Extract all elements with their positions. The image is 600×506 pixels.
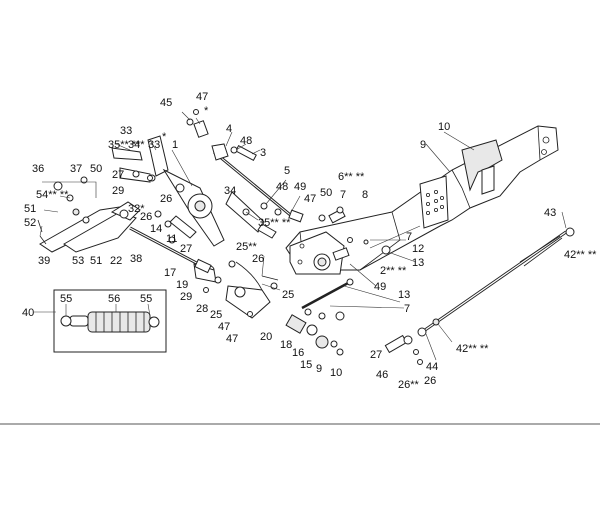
- callout-6: 6** **: [338, 171, 365, 183]
- callout-50: 51: [24, 203, 36, 215]
- callout-51: 53: [72, 255, 84, 267]
- callout-48: 49: [294, 181, 306, 193]
- callout-3: 3: [260, 147, 266, 159]
- callout-52: 54** **: [36, 189, 69, 201]
- callout-44: 47: [226, 333, 238, 345]
- callout-27: 27: [180, 243, 192, 255]
- callout-40: 42** **: [456, 343, 489, 355]
- callout-17: 14: [150, 223, 162, 235]
- callout-27: 27: [112, 169, 124, 181]
- callout-4: 4: [226, 123, 232, 135]
- callout-labels: 45 47 * 4 48 3 33 35** ** 34* 33 * 1 36 …: [22, 91, 597, 391]
- callout-47: 48: [276, 181, 288, 193]
- callout-2: 2** **: [380, 265, 407, 277]
- callout-1: 1: [172, 139, 178, 151]
- callout-55: 55: [60, 293, 72, 305]
- callout-26: 26: [160, 193, 172, 205]
- callout-26: 26**: [398, 379, 420, 391]
- callout-54: 45: [160, 97, 172, 109]
- callout-47: 48: [240, 135, 252, 147]
- callout-33: 34*: [128, 139, 145, 151]
- callout-34: 35** **: [108, 139, 141, 151]
- callout-47: 47: [196, 91, 208, 103]
- callout-48: 50: [320, 187, 332, 199]
- callout-34: 35** **: [258, 217, 291, 229]
- shock-absorber-box: [53, 289, 167, 353]
- callout-38: 39: [38, 255, 50, 267]
- callout-53: *: [204, 105, 209, 117]
- callout-20: 18: [280, 339, 292, 351]
- callout-8: 8: [362, 189, 368, 201]
- callout-11: 9: [316, 363, 322, 375]
- callout-12: 10: [330, 367, 342, 379]
- shock-absorber: [60, 311, 160, 333]
- callout-24: 25: [210, 309, 222, 321]
- callout-19: 16: [292, 347, 304, 359]
- callout-46: 47: [304, 193, 316, 205]
- callout-32: 33: [120, 125, 132, 137]
- callout-41: 42** **: [564, 249, 597, 261]
- leader-lines: [34, 111, 567, 361]
- callout-14: 11: [166, 233, 177, 245]
- callout-36: 37: [70, 163, 82, 175]
- callout-43: 46: [376, 369, 388, 381]
- callout-5: 5: [284, 165, 290, 177]
- callout-13: 12: [412, 243, 424, 255]
- callout-50: 51: [90, 255, 102, 267]
- callout-star: *: [162, 131, 167, 143]
- callout-27: 27: [370, 349, 382, 361]
- callout-29: 29: [112, 185, 124, 197]
- callout-51: 52: [24, 217, 36, 229]
- callout-25: 26: [424, 375, 436, 387]
- small-hardware: [66, 109, 423, 365]
- upper-lever-assembly: [111, 135, 225, 247]
- callout-49: 50: [90, 163, 102, 175]
- callout-25: 25**: [236, 241, 258, 253]
- main-frame: [285, 125, 559, 275]
- long-rod: [417, 227, 575, 337]
- callout-10: 10: [438, 121, 450, 133]
- callout-42: 44: [426, 361, 438, 373]
- callout-56: 56: [108, 293, 120, 305]
- callout-7: 7: [406, 231, 412, 243]
- callout-28: 28: [196, 303, 208, 315]
- callout-22: 19: [176, 279, 188, 291]
- callout-21: 22: [110, 255, 122, 267]
- callout-42: 43: [544, 207, 556, 219]
- centre-rods: [211, 143, 295, 239]
- callout-18: 15: [300, 359, 312, 371]
- callout-31: 33: [148, 139, 160, 151]
- callout-39: 40: [22, 307, 34, 319]
- callout-55: 55: [140, 293, 152, 305]
- callout-15: 13: [412, 257, 424, 269]
- callout-45: 47: [218, 321, 230, 333]
- callout-35: 36: [32, 163, 44, 175]
- callout-9: 9: [420, 139, 426, 151]
- callout-20: 17: [164, 267, 176, 279]
- callout-22: 20: [260, 331, 272, 343]
- callout-37: 38: [130, 253, 142, 265]
- callout-47: 49: [374, 281, 386, 293]
- callout-30: 32*: [128, 203, 145, 215]
- callout-25: 26: [140, 211, 152, 223]
- callout-16: 13: [398, 289, 410, 301]
- callout-23: 25: [282, 289, 294, 301]
- callout-7: 7: [404, 303, 410, 315]
- left-lever-assembly: [37, 181, 141, 253]
- callout-29: 29: [180, 291, 192, 303]
- callout-7: 7: [340, 189, 346, 201]
- callout-33: 34: [224, 185, 236, 197]
- callout-26: 26: [252, 253, 264, 265]
